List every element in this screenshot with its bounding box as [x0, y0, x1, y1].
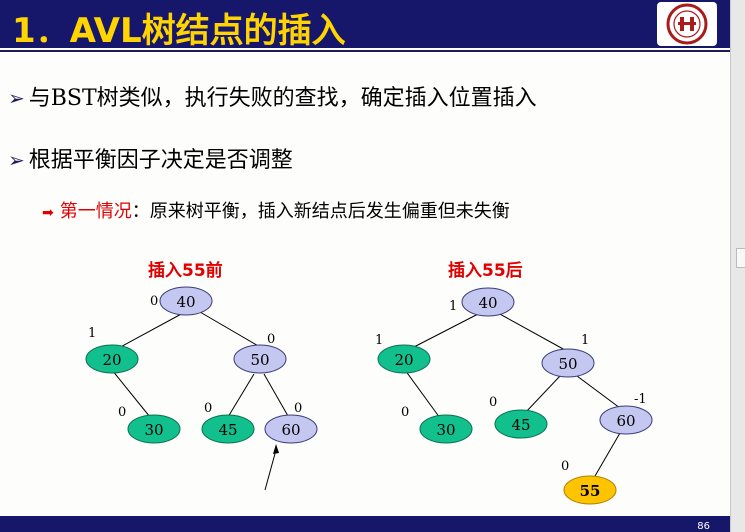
sub-bullet: ➡ 第一情况：原来树平衡，插入新结点后发生偏重但未失衡: [42, 197, 510, 223]
balance-factor: 1: [88, 326, 96, 341]
sub-bullet-text: ：原来树平衡，插入新结点后发生偏重但未失衡: [131, 201, 510, 222]
university-logo: [657, 2, 717, 46]
balance-factor: 0: [267, 332, 275, 347]
balance-factor: -1: [634, 392, 647, 407]
trees-diagram: 40 20 50 30 45 60 0 1 0 0 0 0: [85, 286, 653, 505]
node-label: 40: [176, 293, 195, 311]
node-label: 20: [102, 351, 121, 369]
insert-pointer-arrow: [264, 444, 279, 491]
node-40-before: [159, 286, 213, 316]
balance-factor: 1: [375, 333, 383, 348]
node-label: 45: [511, 416, 530, 434]
bullet-arrow-icon: ➢: [8, 148, 25, 172]
balance-factor: 0: [489, 395, 497, 410]
bullet-1-text: 与BST树类似，执行失败的查找，确定插入位置插入: [28, 86, 537, 111]
after-nodes: 40 20 50 30 45 60 55: [377, 287, 653, 505]
balance-factor: 0: [401, 405, 409, 420]
sub-bullet-lead: 第一情况: [59, 201, 132, 222]
balance-factor: 1: [581, 333, 589, 348]
node-40-after: [461, 287, 515, 317]
node-label: 50: [250, 351, 269, 369]
node-50-before: [233, 344, 287, 374]
balance-factor: 0: [561, 459, 569, 474]
diagram-after-title: 插入55后: [448, 261, 523, 281]
page-number: 86: [697, 521, 710, 532]
bullet-arrow-icon: ➢: [8, 86, 25, 110]
node-55-after-new: [563, 475, 617, 505]
node-20-after: [377, 344, 431, 374]
balance-factor: 0: [150, 294, 158, 309]
node-30-after: [419, 414, 473, 444]
before-edges: [111, 311, 289, 418]
node-60-before: [264, 414, 318, 444]
before-balance-factors: 0 1 0 0 0 0: [88, 294, 302, 420]
node-60-after: [599, 405, 653, 435]
node-label: 45: [218, 421, 237, 439]
node-45-before: [201, 414, 255, 444]
slide: 1．AVL树结点的插入 ➢与BST树类似，执行失败的查找，确定插入位置插入 ➢根…: [0, 0, 730, 532]
node-label: 60: [616, 412, 635, 430]
node-label: 60: [281, 421, 300, 439]
node-20-before: [85, 344, 139, 374]
slide-title: 1．AVL树结点的插入: [12, 11, 346, 51]
scrollbar-thumb[interactable]: [736, 248, 745, 268]
node-30-before: [127, 414, 181, 444]
bullet-2-text: 根据平衡因子决定是否调整: [28, 148, 293, 173]
sub-bullet-arrow-icon: ➡: [42, 205, 54, 221]
after-edges: [404, 312, 621, 477]
header-bar: 1．AVL树结点的插入: [0, 0, 730, 51]
balance-factor: 0: [294, 401, 302, 416]
bullet-1: ➢与BST树类似，执行失败的查找，确定插入位置插入: [8, 80, 537, 112]
node-label: 30: [436, 421, 455, 439]
header-rule: [0, 50, 730, 52]
before-nodes: 40 20 50 30 45 60: [85, 286, 318, 444]
node-label: 40: [478, 294, 497, 312]
node-50-after: [541, 348, 595, 378]
footer-bar: 86: [0, 516, 730, 532]
diagram-before-title: 插入55前: [148, 261, 223, 281]
node-label: 55: [580, 482, 601, 500]
node-label: 50: [558, 355, 577, 373]
balance-factor: 1: [449, 299, 457, 314]
balance-factor: 0: [118, 405, 126, 420]
bullet-2: ➢根据平衡因子决定是否调整: [8, 142, 293, 174]
node-label: 30: [144, 421, 163, 439]
after-balance-factors: 1 1 1 0 0 -1 0: [375, 299, 647, 474]
node-label: 20: [394, 351, 413, 369]
balance-factor: 0: [204, 401, 212, 416]
node-45-after: [494, 409, 548, 439]
